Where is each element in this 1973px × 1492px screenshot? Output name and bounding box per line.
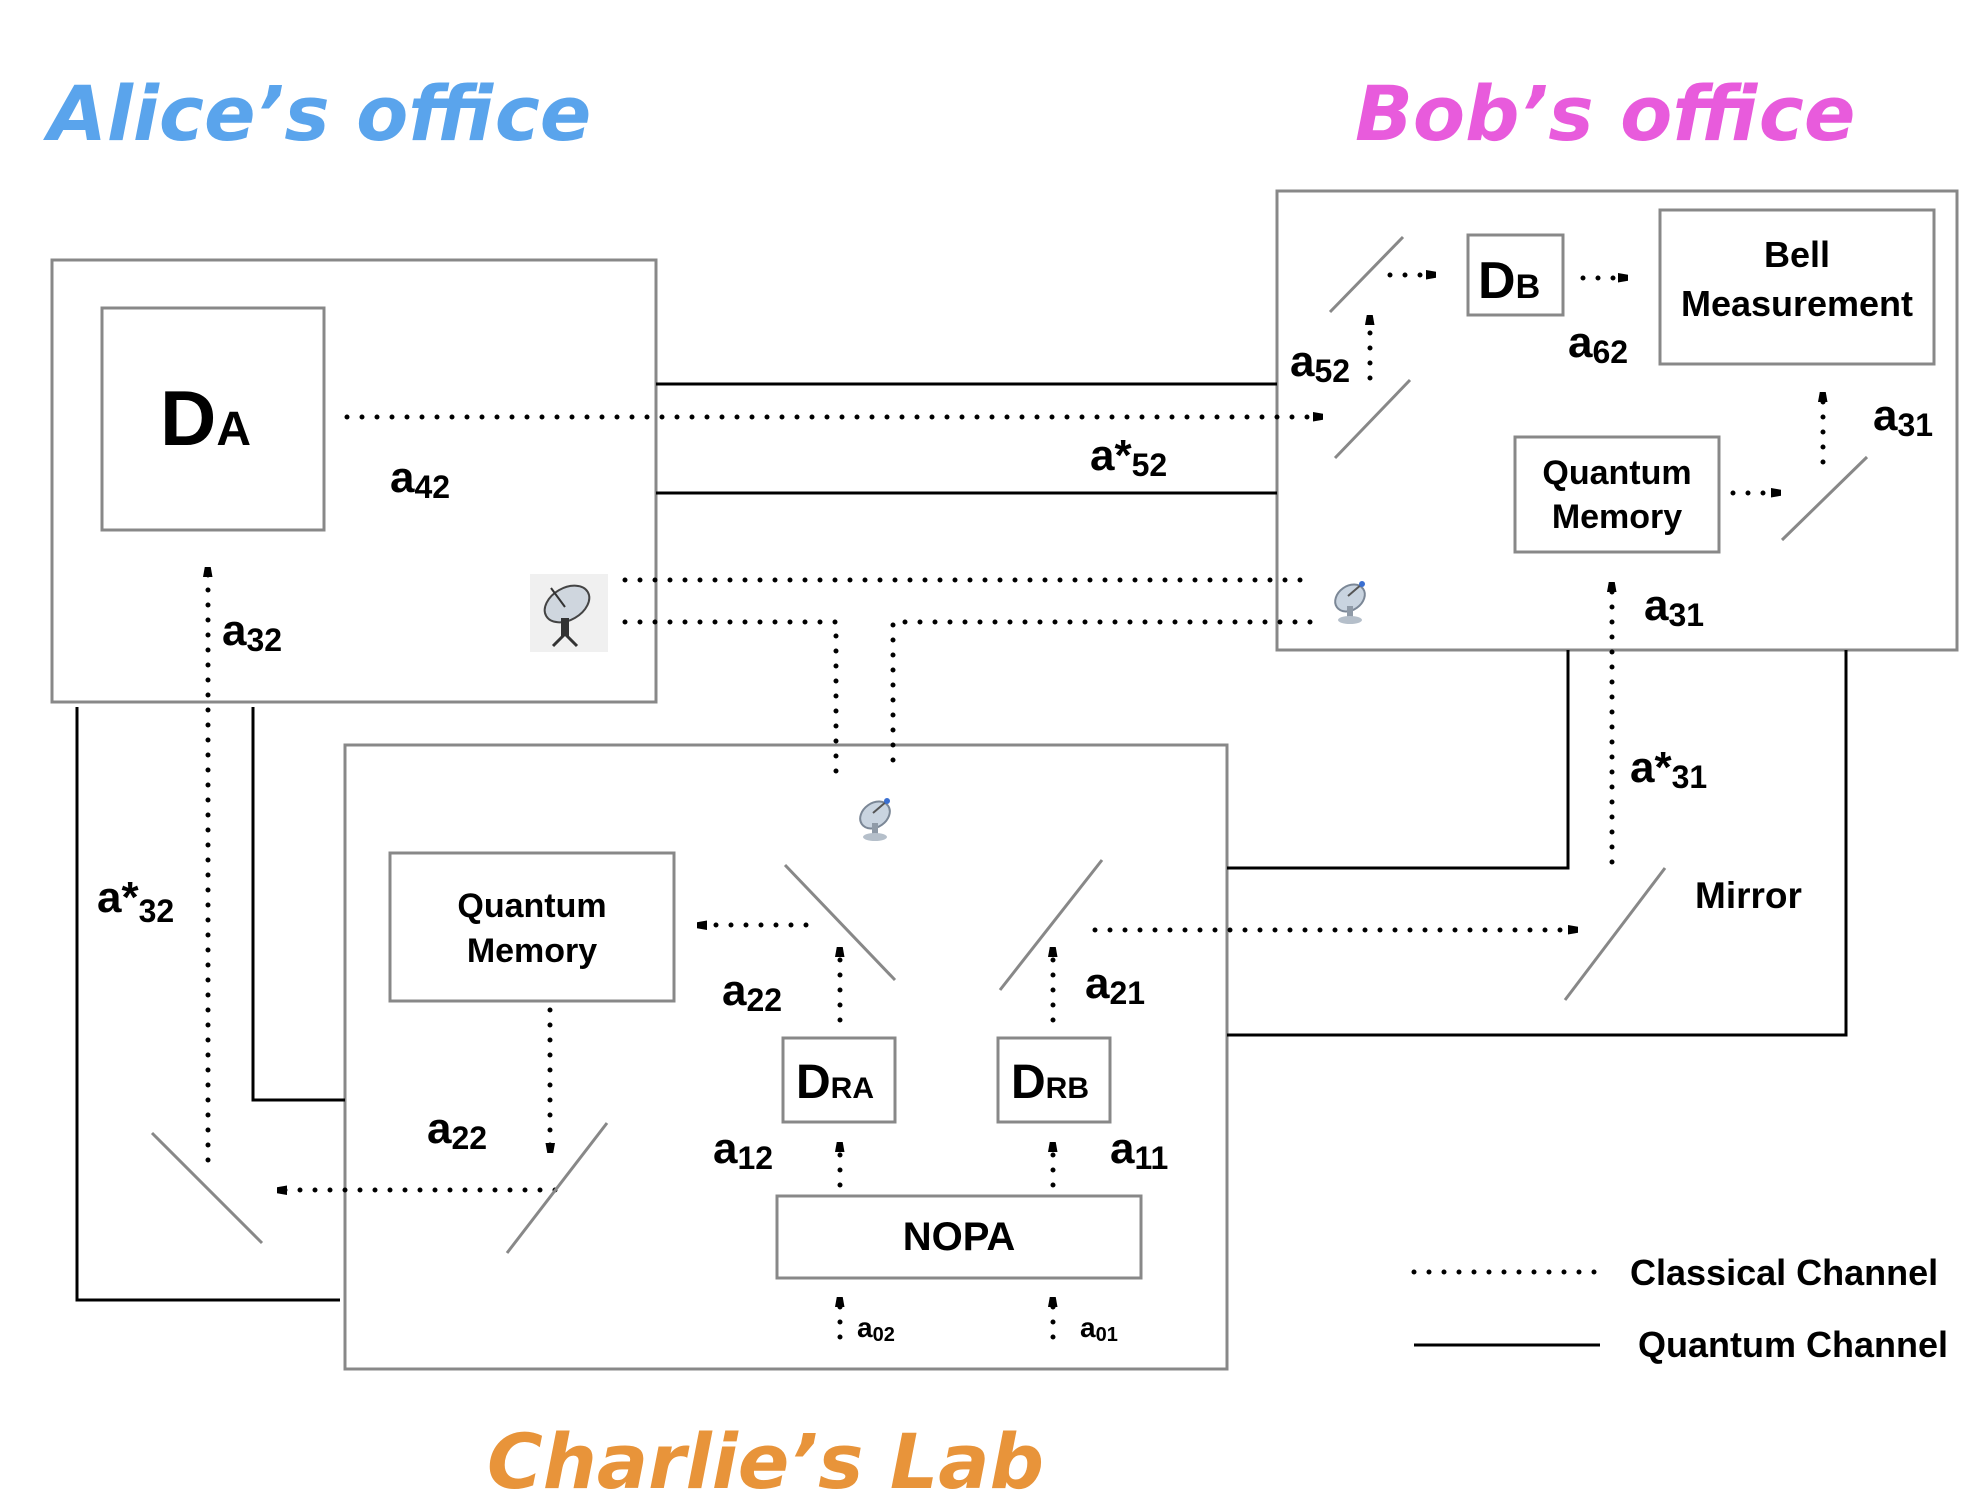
label-a22-top: a22 xyxy=(722,966,782,1018)
alice-detector-box xyxy=(100,306,326,532)
bob-office-title: Bob’s office xyxy=(1355,69,1855,158)
dra-detector-label: DRA xyxy=(796,1056,874,1109)
label-a42: a42 xyxy=(390,453,450,505)
label-a02: a02 xyxy=(857,1312,895,1346)
bob-office-box xyxy=(1275,189,1959,652)
satellite-dish-icon xyxy=(530,574,608,652)
bob-quantum-memory-line1: Quantum xyxy=(1542,454,1691,492)
drb-detector-box xyxy=(996,1036,1112,1124)
label-a52: a52 xyxy=(1290,337,1350,389)
label-a31-mid: a31 xyxy=(1644,581,1704,633)
satellite-dish-icon xyxy=(854,794,896,842)
charlie-lab-title: Charlie’s Lab xyxy=(487,1417,1044,1492)
label-a11: a11 xyxy=(1110,1124,1168,1176)
bob-detector-label: DB xyxy=(1478,252,1540,310)
label-a31-top: a31 xyxy=(1873,391,1933,443)
label-a62: a62 xyxy=(1568,318,1628,370)
bob-detector-box xyxy=(1466,233,1565,317)
bob-quantum-memory-line2: Memory xyxy=(1552,498,1682,536)
dra-detector-box xyxy=(781,1036,897,1124)
classical-channels xyxy=(208,275,1823,1340)
charlie-quantum-memory-box xyxy=(388,851,676,1003)
satellite-dish-icon xyxy=(1329,577,1371,625)
label-a-star-52: a*52 xyxy=(1090,431,1167,483)
charlie-lab-box xyxy=(343,743,1229,1371)
label-a-star-32: a*32 xyxy=(97,873,174,929)
alice-detector-label: DA xyxy=(160,374,251,462)
bob-quantum-memory-box xyxy=(1513,435,1721,554)
alice-office-title: Alice’s office xyxy=(43,69,591,158)
bell-measurement-line1: Bell xyxy=(1764,234,1830,275)
nopa-box xyxy=(775,1194,1143,1280)
charlie-quantum-memory-line2: Memory xyxy=(467,932,597,970)
charlie-quantum-memory-line1: Quantum xyxy=(457,887,606,925)
drb-detector-label: DRB xyxy=(1011,1056,1089,1109)
mirror-label: Mirror xyxy=(1695,875,1802,916)
label-a32: a32 xyxy=(222,606,282,658)
bell-measurement-box xyxy=(1658,208,1936,366)
label-a12: a12 xyxy=(713,1124,773,1176)
legend-quantum-label: Quantum Channel xyxy=(1638,1324,1948,1365)
quantum-channels xyxy=(75,382,1848,1302)
bell-measurement-line2: Measurement xyxy=(1681,283,1913,324)
nopa-label: NOPA xyxy=(903,1215,1016,1259)
beam-splitters xyxy=(150,235,1869,1254)
legend-classical-label: Classical Channel xyxy=(1630,1252,1938,1293)
label-a22-bottom: a22 xyxy=(427,1104,487,1156)
label-a21: a21 xyxy=(1085,959,1145,1011)
alice-office-box xyxy=(50,258,658,704)
label-a-star-31: a*31 xyxy=(1630,743,1707,795)
label-a01: a01 xyxy=(1080,1312,1118,1346)
